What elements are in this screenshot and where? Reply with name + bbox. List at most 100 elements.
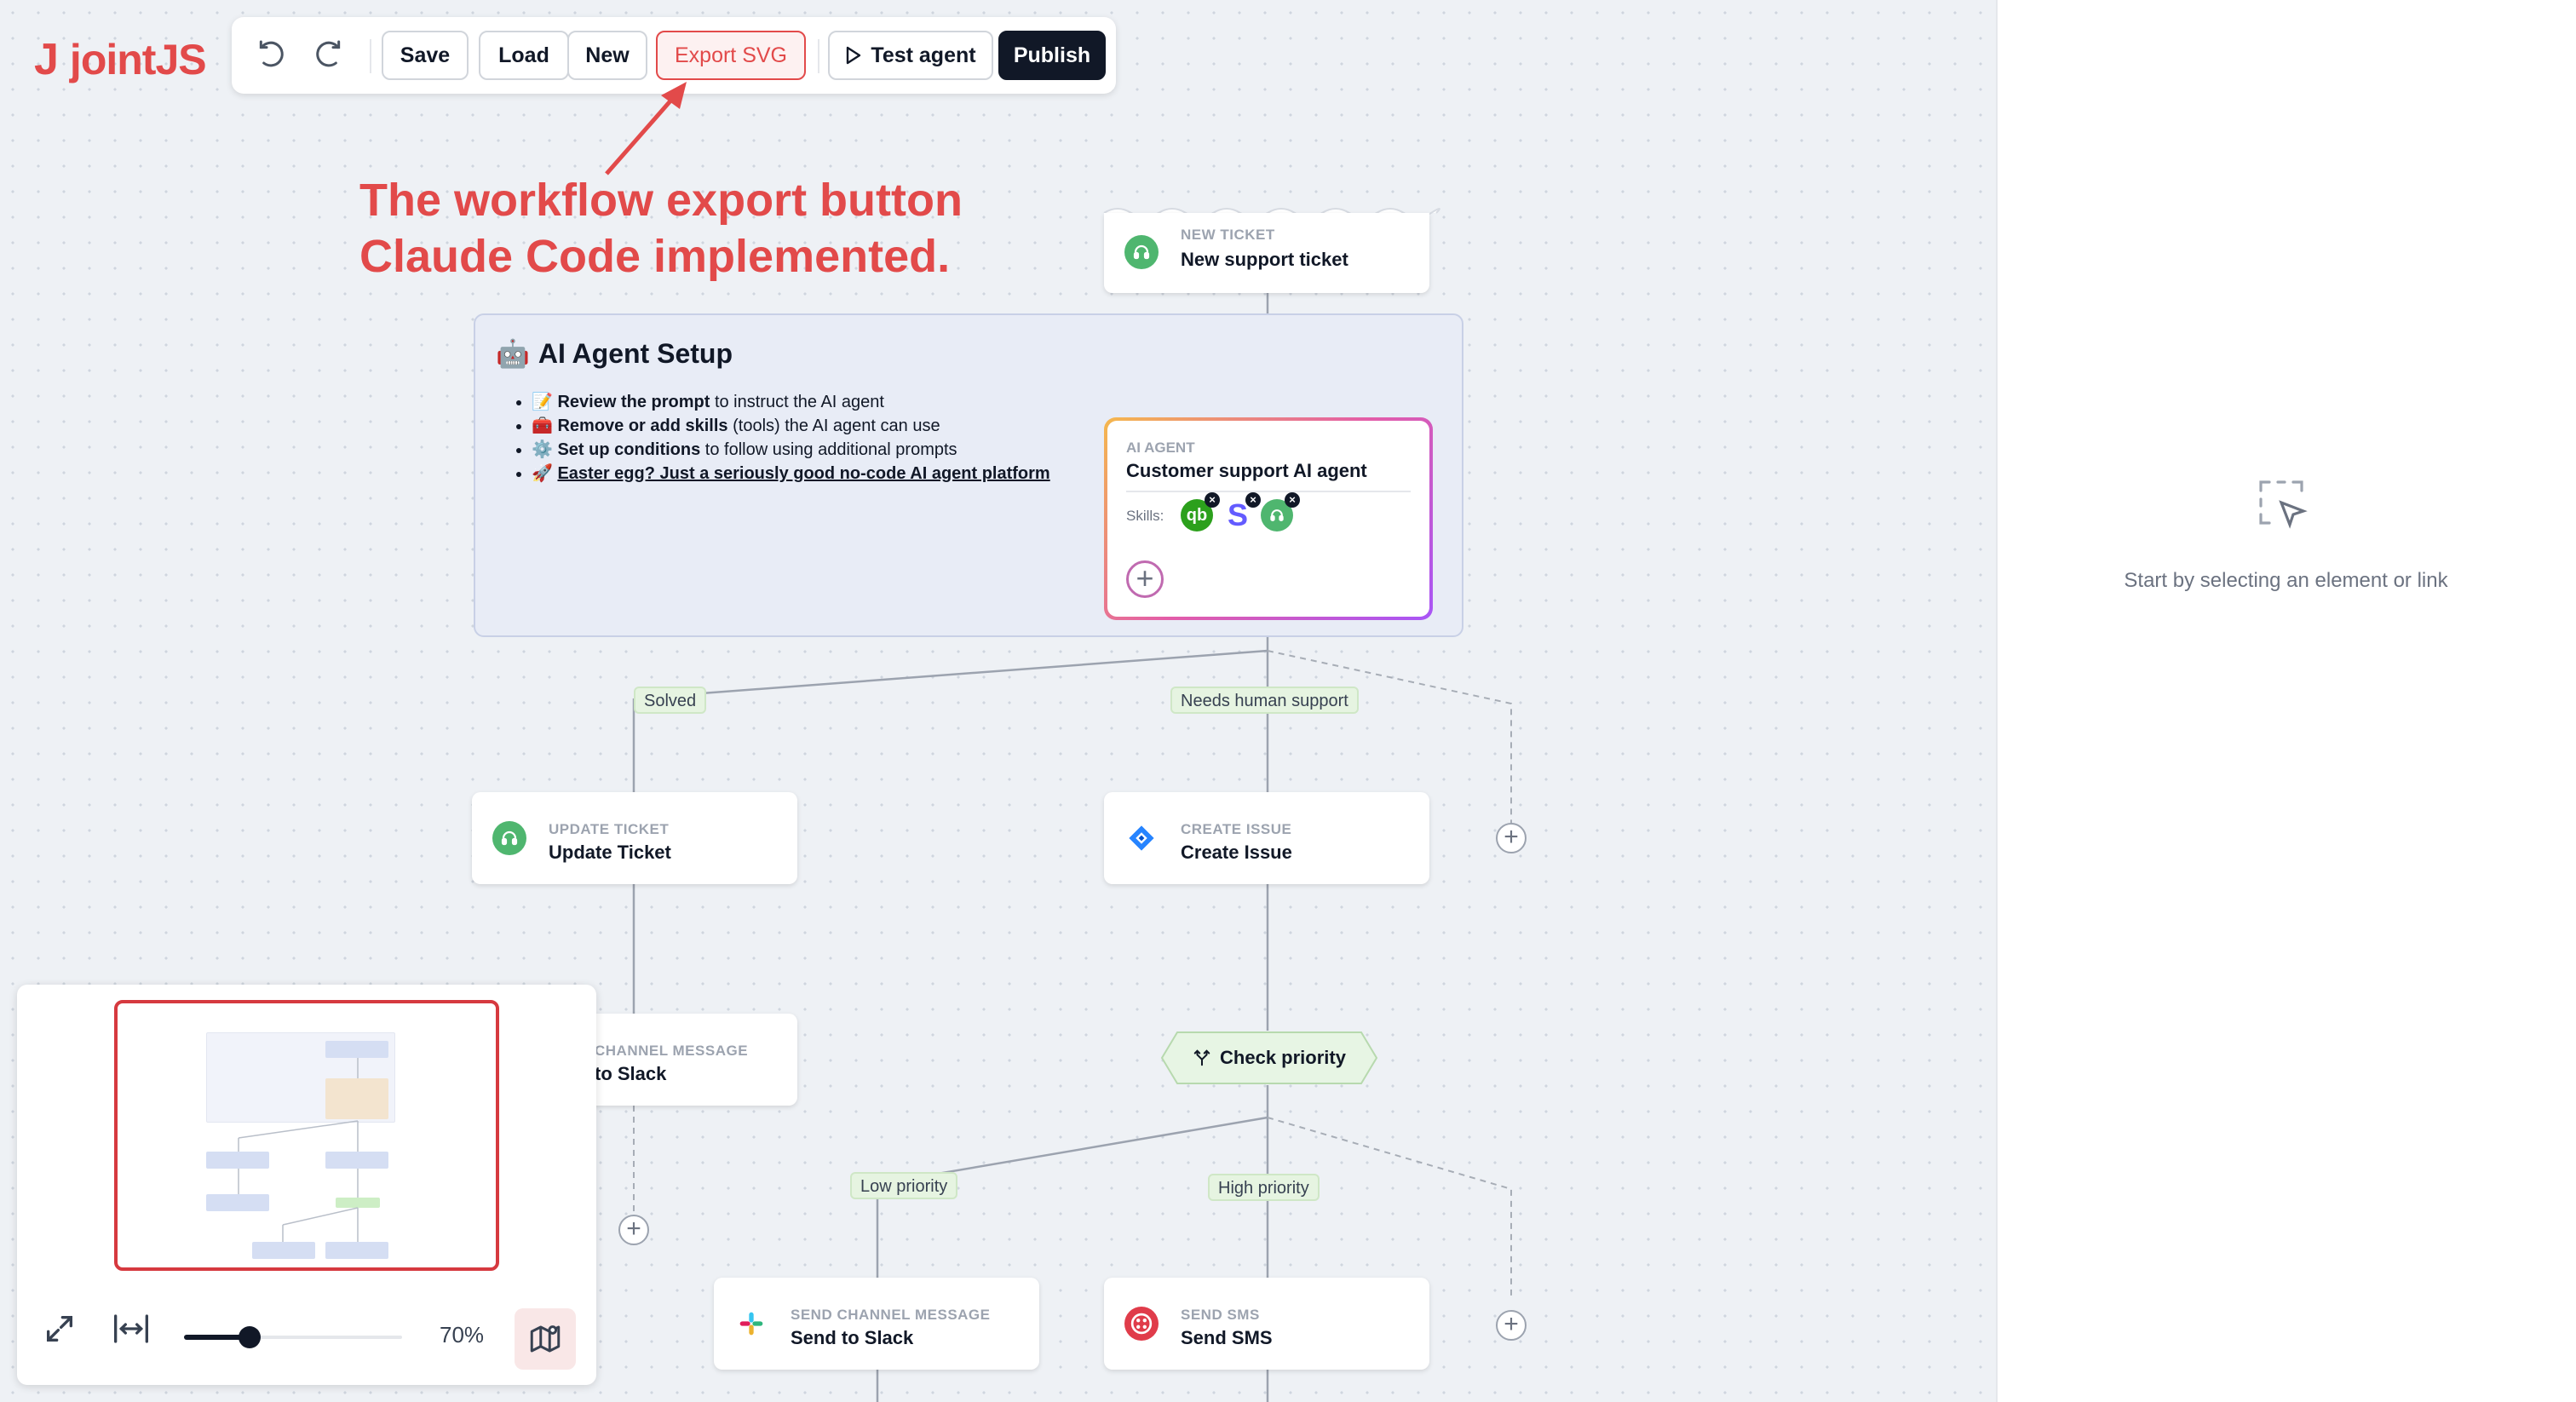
undo-icon[interactable] — [252, 37, 290, 75]
node-category: SEND CHANNEL MESSAGE — [791, 1307, 991, 1323]
save-button[interactable]: Save — [382, 31, 469, 80]
annotation-arrow — [605, 82, 687, 175]
instruction-bold: Review the prompt — [557, 393, 710, 411]
publish-button[interactable]: Publish — [998, 31, 1106, 80]
instruction-text: to follow using additional prompts — [700, 440, 957, 459]
decision-label: Check priority — [1160, 1031, 1378, 1085]
node-send-sms[interactable]: SEND SMS Send SMS — [1104, 1278, 1429, 1370]
instruction-item: ⚙️ Set up conditions to follow using add… — [532, 438, 1050, 462]
remove-skill-icon[interactable]: × — [1245, 492, 1261, 508]
rocket-icon: 🚀 — [532, 464, 553, 483]
instruction-text: (tools) the AI agent can use — [727, 417, 940, 435]
node-category: SEND SMS — [1181, 1307, 1260, 1323]
minimap-node — [336, 1198, 380, 1208]
workflow-canvas[interactable]: J jointJS Save Load New Export SVG Test … — [0, 0, 1996, 1402]
link-label-solved[interactable]: Solved — [634, 687, 707, 714]
skills-label: Skills: — [1126, 508, 1164, 524]
link-label-high-priority[interactable]: High priority — [1208, 1174, 1320, 1201]
group-title: 🤖 AI Agent Setup — [496, 337, 733, 370]
minimap-node — [252, 1242, 315, 1259]
node-name: Customer support AI agent — [1126, 460, 1367, 481]
minimap-node — [206, 1194, 269, 1211]
decision-name: Check priority — [1220, 1047, 1346, 1068]
load-button[interactable]: Load — [479, 31, 569, 80]
test-agent-label: Test agent — [871, 43, 976, 67]
remove-skill-icon[interactable]: × — [1205, 492, 1220, 508]
stripe-skill-icon[interactable]: S× — [1222, 492, 1261, 532]
new-button[interactable]: New — [567, 31, 647, 80]
headset-icon — [1124, 235, 1159, 269]
decision-shape — [1160, 1031, 1378, 1084]
node-name: Send to Slack — [791, 1327, 914, 1348]
annotation-line-1: The workflow export button — [359, 175, 963, 226]
annotation-text: The workflow export button Claude Code i… — [359, 172, 963, 284]
minimap-node — [325, 1242, 388, 1259]
group-title-text: AI Agent Setup — [538, 337, 733, 369]
node-create-issue[interactable]: CREATE ISSUE Create Issue — [1104, 792, 1429, 884]
twilio-icon — [1124, 1307, 1159, 1341]
test-agent-button[interactable]: Test agent — [828, 31, 993, 80]
node-category: CREATE ISSUE — [1181, 821, 1292, 837]
node-category: AI AGENT — [1126, 440, 1195, 456]
node-name: Send SMS — [1181, 1327, 1273, 1348]
redo-icon[interactable] — [310, 37, 348, 75]
instruction-text: to instruct the AI agent — [710, 393, 884, 411]
node-name: New support ticket — [1181, 249, 1348, 270]
memo-icon: 📝 — [532, 393, 553, 411]
inspector-panel — [1996, 0, 2576, 1402]
instruction-item: 🚀 Easter egg? Just a seriously good no-c… — [532, 462, 1050, 486]
group-instructions: 📝 Review the prompt to instruct the AI a… — [509, 390, 1050, 486]
ai-agent-body: AI AGENT Customer support AI agent Skill… — [1107, 421, 1429, 617]
zoom-slider-handle[interactable] — [239, 1326, 261, 1348]
add-branch-button[interactable]: + — [1496, 1310, 1527, 1341]
divider — [1126, 491, 1411, 492]
node-update-ticket[interactable]: UPDATE TICKET Update Ticket — [472, 792, 797, 884]
add-branch-button[interactable]: + — [1496, 823, 1527, 853]
node-new-ticket[interactable]: NEW TICKET New support ticket — [1104, 213, 1429, 293]
zoom-slider-fill — [184, 1335, 249, 1340]
gear-icon: ⚙️ — [532, 440, 553, 459]
minimap-node — [206, 1152, 269, 1169]
minimap-panel: 70% — [17, 985, 596, 1385]
map-icon — [530, 1325, 561, 1353]
zoom-level: 70% — [440, 1322, 485, 1347]
quickbooks-skill-icon[interactable]: qb× — [1181, 492, 1220, 531]
remove-skill-icon[interactable]: × — [1285, 492, 1300, 508]
fit-width-icon[interactable] — [112, 1312, 150, 1353]
add-step-button[interactable]: + — [618, 1215, 649, 1245]
easter-egg-link[interactable]: Easter egg? Just a seriously good no-cod… — [557, 464, 1050, 483]
select-cursor-icon — [2257, 479, 2309, 530]
add-skill-button[interactable]: + — [1126, 560, 1164, 598]
fullscreen-icon[interactable] — [43, 1312, 77, 1353]
logo-mark: J — [34, 35, 59, 84]
instruction-item: 🧰 Remove or add skills (tools) the AI ag… — [532, 414, 1050, 438]
node-category: CHANNEL MESSAGE — [595, 1043, 749, 1059]
node-category: UPDATE TICKET — [549, 821, 670, 837]
node-ai-agent[interactable]: AI AGENT Customer support AI agent Skill… — [1104, 417, 1433, 620]
link-label-needs-human[interactable]: Needs human support — [1170, 687, 1359, 714]
zendesk-skill-icon[interactable]: × — [1261, 492, 1300, 531]
split-icon — [1193, 1049, 1210, 1066]
slack-icon — [734, 1307, 768, 1341]
toolbox-icon: 🧰 — [532, 417, 553, 435]
minimap-toggle-button[interactable] — [515, 1308, 576, 1370]
minimap-links — [238, 1058, 359, 1242]
minimap-viewport[interactable] — [114, 1000, 499, 1271]
instruction-bold: Set up conditions — [557, 440, 701, 459]
link-label-low-priority[interactable]: Low priority — [850, 1172, 958, 1199]
jira-icon — [1124, 821, 1159, 855]
instruction-bold: Remove or add skills — [557, 417, 728, 435]
node-name: Create Issue — [1181, 842, 1292, 863]
instruction-item: 📝 Review the prompt to instruct the AI a… — [532, 390, 1050, 414]
headset-icon — [492, 821, 526, 855]
minimap-node — [325, 1078, 388, 1119]
node-check-priority[interactable]: Check priority — [1160, 1031, 1378, 1085]
export-svg-button[interactable]: Export SVG — [656, 31, 806, 80]
node-name: to Slack — [595, 1063, 667, 1084]
annotation-line-2: Claude Code implemented. — [359, 231, 951, 282]
toolbar-divider — [818, 39, 819, 73]
node-name: Update Ticket — [549, 842, 671, 863]
play-icon — [847, 46, 861, 65]
zoom-slider[interactable] — [184, 1326, 402, 1348]
node-send-channel-message[interactable]: SEND CHANNEL MESSAGE Send to Slack — [714, 1278, 1039, 1370]
